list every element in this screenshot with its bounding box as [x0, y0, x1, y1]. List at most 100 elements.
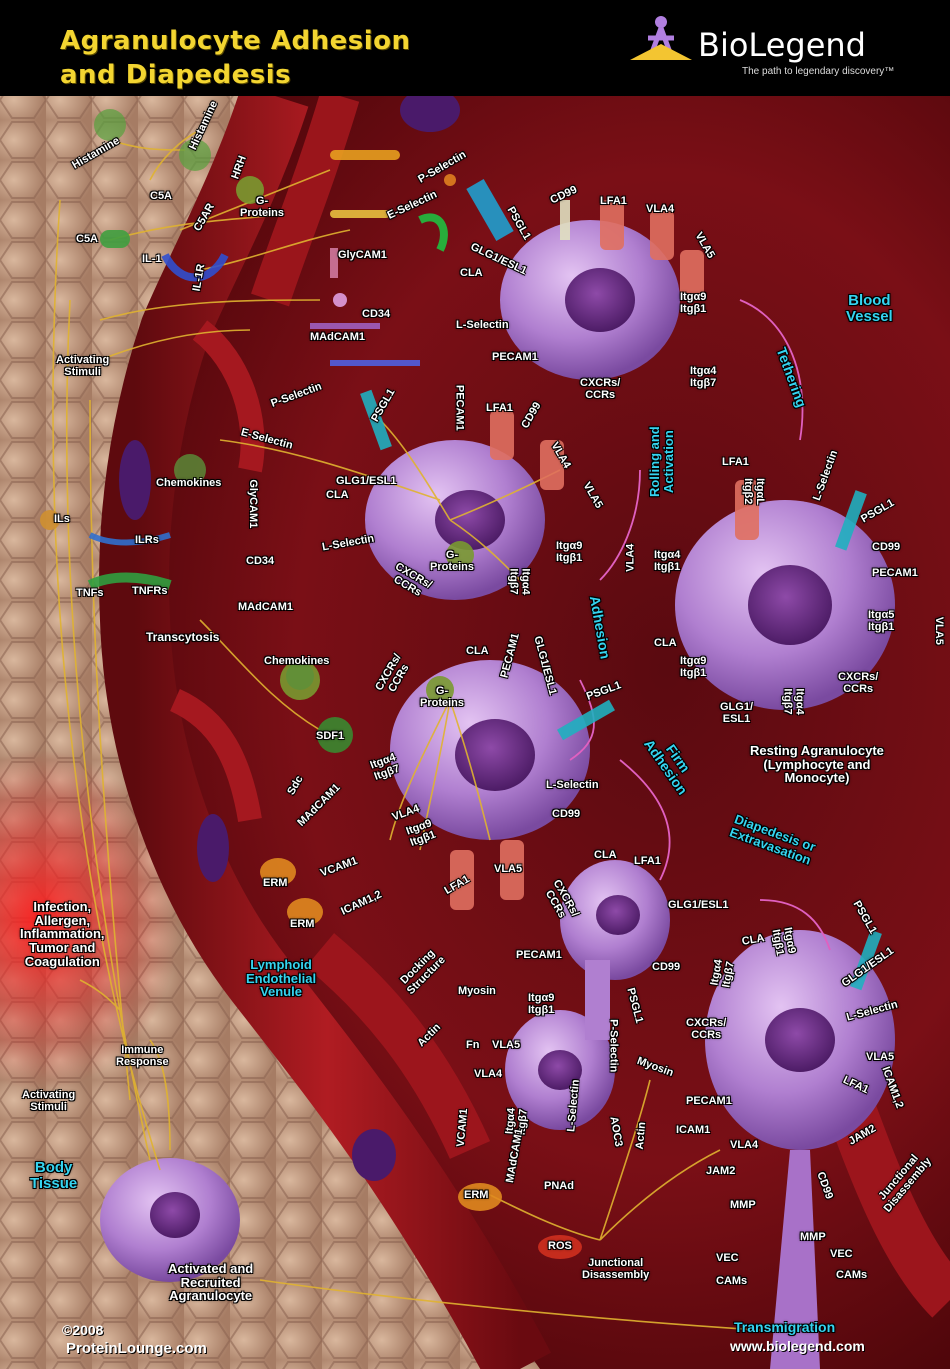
label-cd34: CD34 — [246, 555, 275, 567]
label-vla4: VLA4 — [730, 1139, 759, 1151]
label-cla: CLA — [594, 849, 617, 861]
proteinlounge-link[interactable]: ProteinLounge.com — [66, 1340, 207, 1357]
biolegend-logo-icon — [630, 16, 692, 60]
label-glycam1: GlyCAM1 — [338, 249, 387, 261]
label-tnfrs: TNFRs — [132, 585, 168, 597]
label-cd34: CD34 — [362, 308, 391, 320]
label-vla5: VLA5 — [866, 1051, 895, 1063]
label-pecam1: PECAM1 — [453, 384, 466, 431]
label-cxcrs-ccrs: CXCRs/CCRs — [838, 671, 879, 695]
diagram-title-line-2: and Diapedesis — [60, 60, 292, 90]
label-vec: VEC — [716, 1252, 739, 1264]
label-mmp: MMP — [730, 1199, 756, 1211]
label-pecam1: PECAM1 — [516, 949, 562, 961]
label-ils: ILs — [54, 513, 70, 525]
label-erm: ERM — [464, 1189, 489, 1201]
label-jam2: JAM2 — [706, 1165, 736, 1177]
label-l-selectin: L-Selectin — [546, 779, 599, 791]
label-transcytosis: Transcytosis — [146, 630, 220, 644]
label-vec: VEC — [830, 1248, 853, 1260]
label-cxcrs-ccrs: CXCRs/CCRs — [686, 1017, 727, 1041]
label-ilrs: ILRs — [135, 534, 159, 546]
label-vla5: VLA5 — [932, 616, 945, 645]
label-sdf1: SDF1 — [316, 730, 345, 742]
label-vla4: VLA4 — [474, 1068, 503, 1080]
label-cxcrs-ccrs: CXCRs/CCRs — [580, 377, 621, 401]
label-il-1: IL-1 — [142, 253, 162, 265]
label-glycam1: GlyCAM1 — [247, 479, 260, 529]
label-cd99: CD99 — [652, 961, 681, 973]
label-pecam1: PECAM1 — [492, 351, 538, 363]
label-icam1: ICAM1 — [676, 1124, 711, 1136]
label-c5a: C5A — [150, 190, 173, 202]
label-g-proteins: G-Proteins — [240, 195, 285, 219]
label-pecam1: PECAM1 — [872, 567, 918, 579]
label-tnfs: TNFs — [76, 587, 104, 599]
label-cla: CLA — [466, 645, 489, 657]
label-fn: Fn — [466, 1039, 480, 1051]
label-madcam1: MAdCAM1 — [310, 331, 365, 343]
label-lfa1: LFA1 — [634, 855, 661, 867]
label-glg1-esl1: GLG1/ESL1 — [668, 899, 729, 911]
label-cla: CLA — [460, 267, 483, 279]
label-erm: ERM — [290, 918, 315, 930]
biolegend-tagline: The path to legendary discovery™ — [742, 66, 895, 77]
label-c5a: C5A — [76, 233, 99, 245]
label-erm: ERM — [263, 877, 288, 889]
diagram-title-line-1: Agranulocyte Adhesion — [60, 26, 411, 56]
label-pecam1: PECAM1 — [686, 1095, 732, 1107]
label-vla4: VLA4 — [646, 203, 675, 215]
label-vla5: VLA5 — [494, 863, 523, 875]
label-vla5: VLA5 — [492, 1039, 521, 1051]
label-l-selectin: L-Selectin — [456, 319, 509, 331]
label-mmp: MMP — [800, 1231, 826, 1243]
label-actin: Actin — [633, 1121, 649, 1150]
label-cams: CAMs — [836, 1269, 868, 1281]
label-glg1-esl1: GLG1/ESL1 — [336, 475, 397, 487]
label-infection-allergen: Infection,Allergen,Inflammation,Tumor an… — [20, 899, 105, 969]
label-lfa1: LFA1 — [600, 195, 627, 207]
label-cams: CAMs — [716, 1275, 748, 1287]
label-lfa1: LFA1 — [722, 456, 749, 468]
label-cla: CLA — [326, 489, 349, 501]
label-cla: CLA — [654, 637, 677, 649]
biolegend-website-link[interactable]: www.biolegend.com — [730, 1338, 865, 1354]
label-cd99: CD99 — [872, 541, 901, 553]
label-pnad: PNAd — [544, 1180, 574, 1192]
label-ros: ROS — [548, 1240, 572, 1252]
label-cd99: CD99 — [552, 808, 581, 820]
label-glg1-esl1: GLG1/ESL1 — [720, 701, 754, 725]
label-g-proteins: G-Proteins — [430, 549, 475, 573]
label-lfa1: LFA1 — [486, 402, 513, 414]
label-chemokines: Chemokines — [264, 655, 330, 667]
label-transmigration: Transmigration — [734, 1319, 836, 1335]
copyright-text: ©2008 — [62, 1322, 104, 1338]
biolegend-logo-text: BioLegend — [698, 26, 866, 64]
label-vla4: VLA4 — [624, 543, 637, 572]
label-myosin: Myosin — [458, 985, 496, 997]
